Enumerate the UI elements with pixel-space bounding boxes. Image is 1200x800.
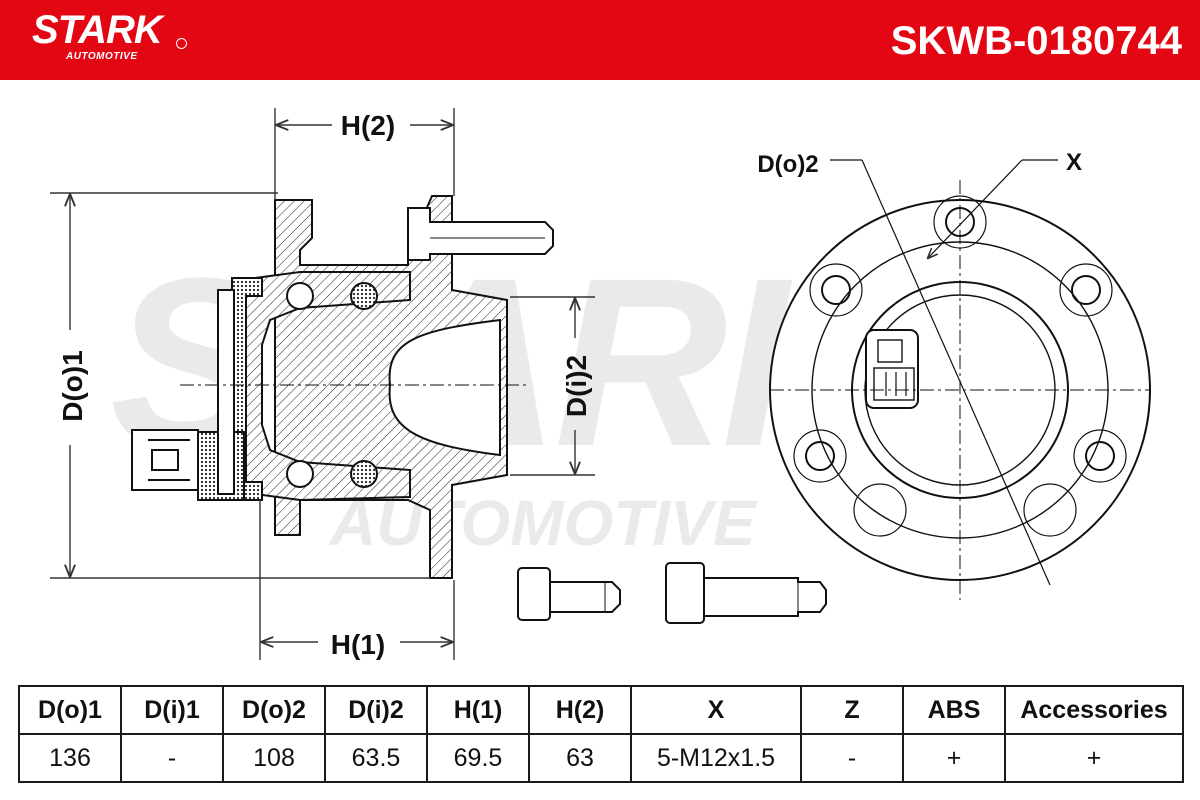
bearing-ball-bottom-right xyxy=(350,460,378,488)
label-x: X xyxy=(1066,149,1082,176)
label-do1: D(o)1 xyxy=(57,350,88,422)
bearing-ball-top-left xyxy=(286,282,314,310)
spec-value-row: 136 - 108 63.5 69.5 63 5-M12x1.5 - + + xyxy=(18,733,1184,783)
registered-mark-icon xyxy=(176,38,187,49)
spec-header: D(i)2 xyxy=(324,685,428,735)
spec-value: + xyxy=(1004,733,1184,783)
label-do2: D(o)2 xyxy=(757,151,818,178)
spec-value: 5-M12x1.5 xyxy=(630,733,802,783)
hub-bore xyxy=(388,318,501,457)
spec-header: H(1) xyxy=(426,685,530,735)
spec-header: D(i)1 xyxy=(120,685,224,735)
accessory-bolt-small xyxy=(517,567,621,621)
hub-front-view xyxy=(769,159,1151,600)
dimension-lines xyxy=(50,108,595,660)
spec-header: H(2) xyxy=(528,685,632,735)
technical-drawing: STARK AUTOMOTIVE xyxy=(50,108,1151,660)
label-h2: H(2) xyxy=(341,110,395,141)
spec-header: D(o)1 xyxy=(18,685,122,735)
label-di2: D(i)2 xyxy=(561,355,592,417)
specifications-table: D(o)1 D(i)1 D(o)2 D(i)2 H(1) H(2) X Z AB… xyxy=(18,685,1184,783)
spec-value: - xyxy=(120,733,224,783)
label-h1: H(1) xyxy=(331,629,385,660)
spec-value: - xyxy=(800,733,904,783)
wheel-stud xyxy=(407,207,554,261)
spec-value: 63.5 xyxy=(324,733,428,783)
accessory-bolt-large xyxy=(665,562,827,624)
spec-value: + xyxy=(902,733,1006,783)
face-plate xyxy=(217,289,235,495)
part-number: SKWB-0180744 xyxy=(890,19,1182,63)
spec-header: ABS xyxy=(902,685,1006,735)
spec-header-row: D(o)1 D(i)1 D(o)2 D(i)2 H(1) H(2) X Z AB… xyxy=(18,685,1184,735)
spec-header: X xyxy=(630,685,802,735)
hub-section-view xyxy=(131,195,554,579)
spec-header: Z xyxy=(800,685,904,735)
spec-value: 63 xyxy=(528,733,632,783)
header-bar: STARK AUTOMOTIVE SKWB-0180744 xyxy=(0,0,1200,80)
spec-value: 136 xyxy=(18,733,122,783)
bearing-ball-top-right xyxy=(350,282,378,310)
brand-logo-subtitle: AUTOMOTIVE xyxy=(66,51,138,62)
bearing-ball-bottom-left xyxy=(286,460,314,488)
spec-header: D(o)2 xyxy=(222,685,326,735)
spec-header: Accessories xyxy=(1004,685,1184,735)
spec-value: 108 xyxy=(222,733,326,783)
brand-logo: STARK xyxy=(32,8,163,52)
spec-value: 69.5 xyxy=(426,733,530,783)
